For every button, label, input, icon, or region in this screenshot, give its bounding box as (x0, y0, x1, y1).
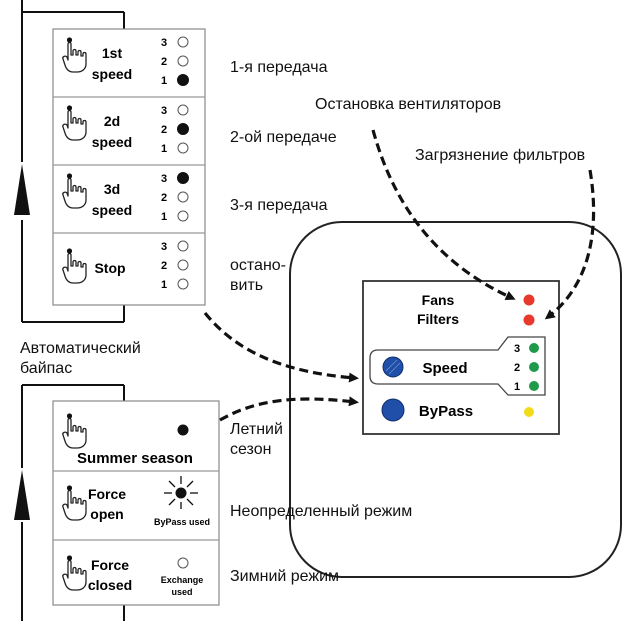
speed-row-stop[interactable]: Stop 3 2 1 (62, 240, 189, 291)
summer-description-line2: сезон (230, 441, 272, 458)
sun-burst-icon (164, 476, 198, 509)
speed-control-outline (369, 336, 546, 396)
level-2-label: 2 (161, 192, 167, 204)
level-1-led (177, 210, 189, 222)
arrow-up-icon (14, 470, 30, 520)
fans-label: Fans (422, 292, 455, 308)
summer-description-line1: Летний (230, 421, 283, 438)
indicator-text-line1: Exchange (161, 575, 204, 585)
summer-led (177, 424, 189, 436)
level-1-label: 1 (161, 211, 167, 223)
bypass-led (524, 407, 534, 417)
force-open-description: Неопределенный режим (230, 503, 413, 520)
level-1-label: 1 (161, 279, 167, 291)
speed-led-1 (529, 381, 539, 391)
bypass-row-force-closed[interactable]: Force closed Exchange used (62, 554, 204, 597)
indicator-text-line2: used (171, 587, 192, 597)
speed-1-description: 1-я передача (230, 59, 328, 76)
fans-arrow (371, 129, 516, 301)
filters-label: Filters (417, 311, 459, 327)
speed-cycle-bracket (21, 0, 125, 323)
arrow-up-icon (14, 164, 30, 215)
bypass-row-summer[interactable]: Summer season (62, 412, 193, 467)
level-2-label: 2 (161, 124, 167, 136)
level-2-label: 2 (161, 260, 167, 272)
row-label-line1: 1st (102, 45, 123, 61)
filters-led (523, 314, 535, 326)
stop-description-line1: остано- (230, 257, 287, 274)
level-1-label: 1 (161, 143, 167, 155)
speed-label: Speed (422, 360, 467, 377)
bypass-cycle-bracket (21, 384, 125, 621)
fans-stop-annotation: Остановка вентиляторов (315, 96, 502, 113)
row-label: Summer season (77, 450, 193, 467)
speed-level-2-label: 2 (514, 362, 520, 374)
speed-3-description: 3-я передача (230, 197, 328, 214)
control-panel: Fans Filters Speed 3 2 1 ByPass (362, 280, 560, 435)
auto-bypass-caption-line2: байпас (20, 360, 73, 377)
bypass-button[interactable] (381, 398, 405, 422)
level-3-label: 3 (161, 105, 167, 117)
level-3-led (177, 104, 189, 116)
fans-led (523, 294, 535, 306)
level-2-led (177, 191, 189, 203)
level-3-led (177, 240, 189, 252)
level-1-led (177, 278, 189, 290)
stop-description-line2: вить (230, 277, 264, 294)
level-2-led (177, 259, 189, 271)
bypass-row-force-open[interactable]: Force open ByPass used (62, 476, 210, 527)
speed-level-1-label: 1 (514, 381, 520, 393)
row-label-line2: open (90, 506, 123, 522)
row-label-line2: speed (92, 66, 132, 82)
row-label-line1: Force (88, 486, 126, 502)
speed-led-2 (529, 362, 539, 372)
row-label-line2: closed (88, 577, 132, 593)
speed-row-1[interactable]: 1st speed 3 2 1 (62, 36, 189, 87)
level-1-led (177, 142, 189, 154)
speed-panel-arrow (203, 311, 359, 383)
speed-panel (52, 28, 206, 306)
speed-level-3-label: 3 (514, 343, 520, 355)
speed-row-3[interactable]: 3d speed 3 2 1 (62, 172, 189, 224)
speed-2-description: 2-ой передаче (230, 129, 337, 146)
bypass-panel-arrow (219, 396, 359, 422)
speed-led-3 (529, 343, 539, 353)
level-2-led-active (177, 123, 189, 135)
level-2-label: 2 (161, 56, 167, 68)
row-label-line2: speed (92, 202, 132, 218)
level-3-led (177, 36, 189, 48)
level-3-label: 3 (161, 241, 167, 253)
speed-button[interactable] (382, 356, 404, 378)
level-2-led (177, 55, 189, 67)
row-label-line1: 3d (104, 181, 120, 197)
level-3-led-active (177, 172, 189, 184)
row-label-line2: speed (92, 134, 132, 150)
level-1-label: 1 (161, 75, 167, 87)
force-closed-description: Зимний режим (230, 568, 340, 585)
level-3-label: 3 (161, 37, 167, 49)
indicator-text: ByPass used (154, 517, 210, 527)
filters-arrow (544, 169, 596, 320)
level-1-led-active (177, 74, 189, 86)
row-label-line1: Stop (94, 260, 125, 276)
row-label-line1: Force (91, 557, 129, 573)
filters-dirty-annotation: Загрязнение фильтров (415, 147, 586, 164)
speed-row-2[interactable]: 2d speed 3 2 1 (62, 104, 189, 155)
auto-bypass-caption-line1: Автоматический (20, 340, 141, 357)
exchange-led (177, 557, 189, 569)
bypass-label: ByPass (419, 403, 473, 420)
row-label-line1: 2d (104, 113, 120, 129)
level-3-label: 3 (161, 173, 167, 185)
